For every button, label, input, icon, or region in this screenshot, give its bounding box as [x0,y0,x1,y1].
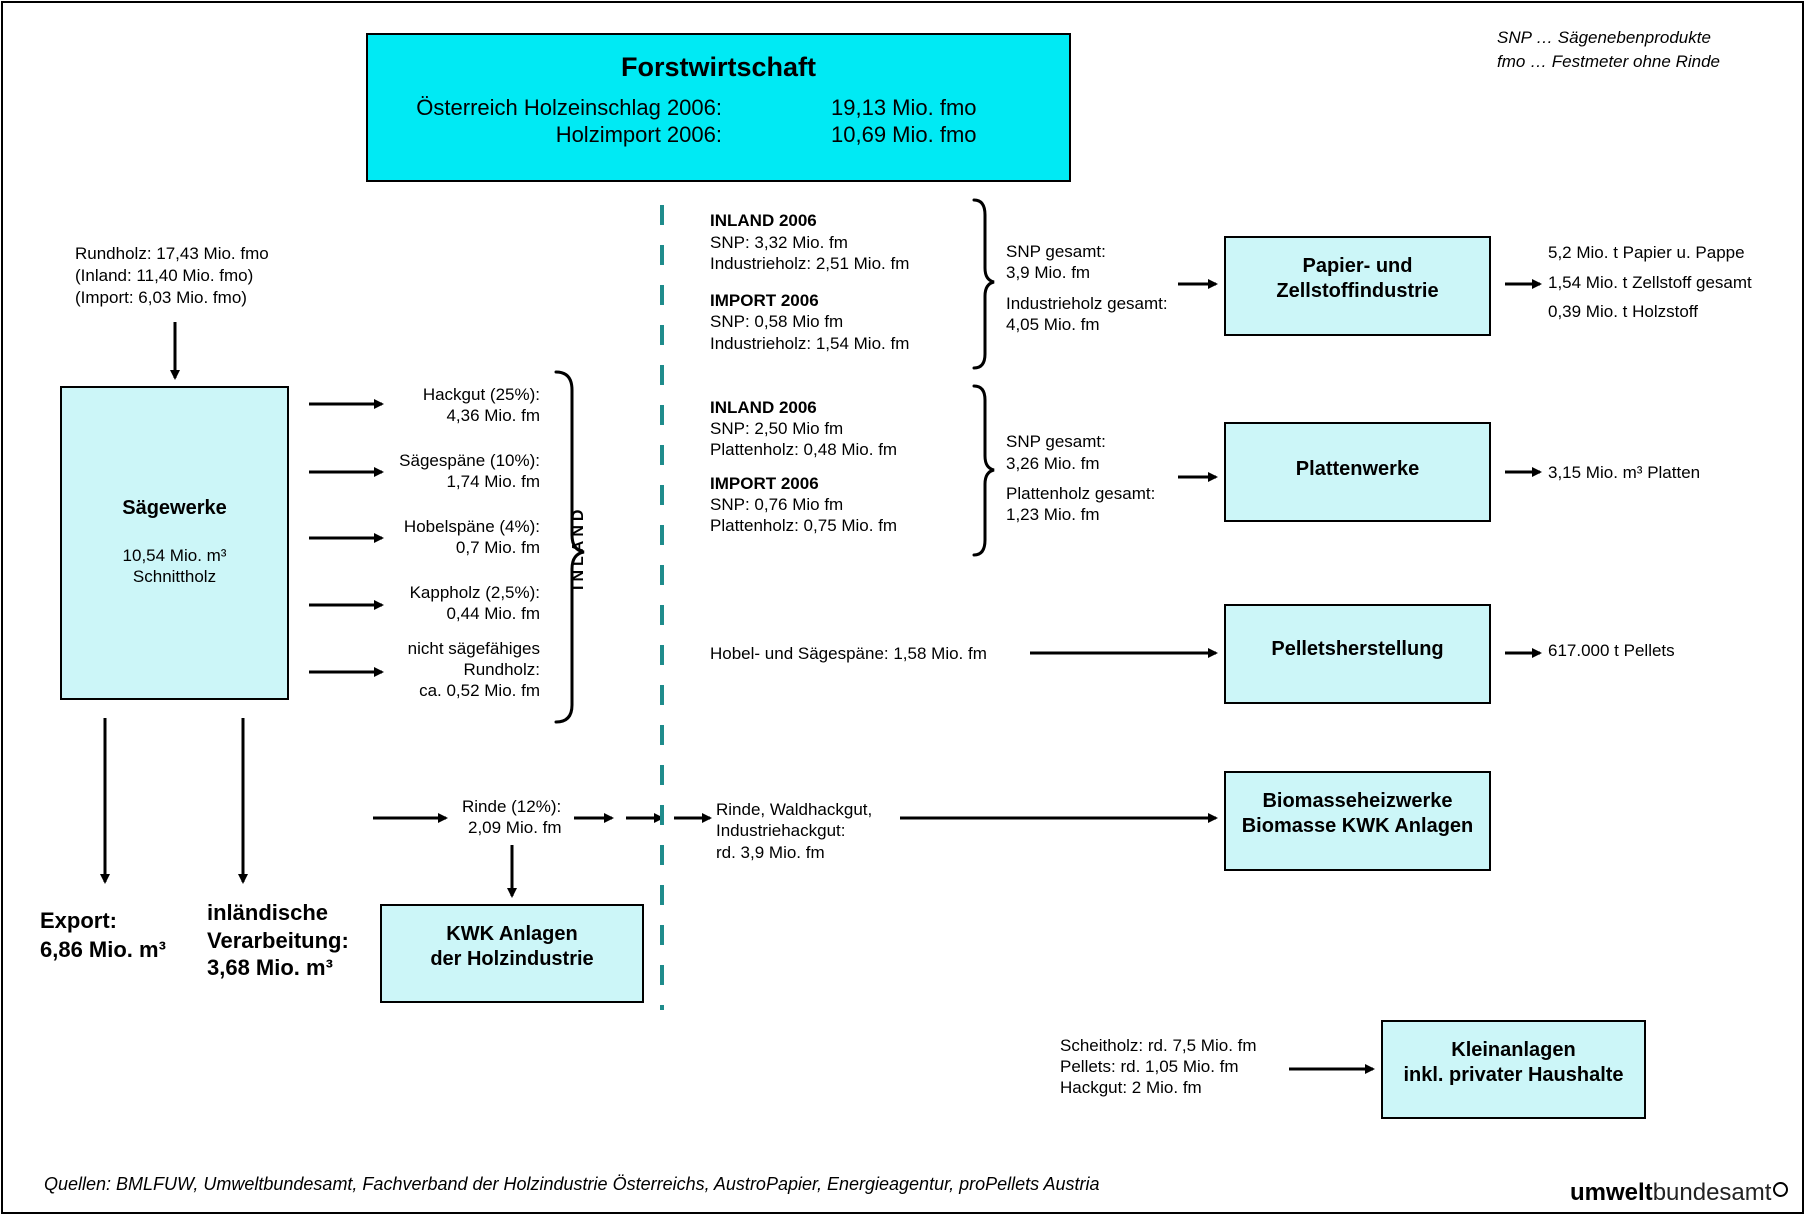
papier-inland-industrieholz: Industrieholz: 2,51 Mio. fm [710,254,910,273]
brace-products [554,370,585,724]
kwk-box-line-1: KWK Anlagen [446,923,578,945]
papier-import-snp: SNP: 0,58 Mio fm [710,312,844,331]
biomasse-in-1: Rinde, Waldhackgut, [716,800,873,819]
klein-in-3: Hackgut: 2 Mio. fm [1060,1078,1202,1097]
papier-out-3: 0,39 Mio. t Holzstoff [1548,302,1698,321]
export-value: 6,86 Mio. m³ [40,937,166,962]
brace-papier [972,198,995,370]
papier-box: Papier- und Zellstoffindustrie [1224,236,1491,336]
product-hackgut-value: 4,36 Mio. fm [446,406,540,425]
platten-inland-snp: SNP: 2,50 Mio fm [710,419,844,438]
forst-row2-label: Holzimport 2006: [555,122,722,147]
pellets-box: Pelletsherstellung [1224,604,1491,704]
saegewerke-box: Sägewerke 10,54 Mio. m³ Schnittholz [60,386,289,700]
platten-sum-snp-value: 3,26 Mio. fm [1006,454,1100,473]
logo-bold-text: umwelt [1570,1179,1653,1206]
product-saegespaene-value: 1,74 Mio. fm [446,472,540,491]
papier-inland-snp: SNP: 3,32 Mio. fm [710,233,848,252]
saegewerke-line-2: Schnittholz [132,567,217,586]
logo-light-text: bundesamt [1652,1179,1772,1206]
biomasse-box: Biomasseheizwerke Biomasse KWK Anlagen [1224,771,1491,871]
kwk-box-line-2: der Holzindustrie [430,948,594,970]
biomasse-in-2: Industriehackgut: [716,821,846,840]
klein-box-line-2: inkl. privater Haushalte [1403,1064,1624,1086]
platten-out: 3,15 Mio. m³ Platten [1548,463,1701,482]
papier-sum-snp-value: 3,9 Mio. fm [1006,263,1091,282]
klein-box: Kleinanlagen inkl. privater Haushalte [1381,1020,1646,1119]
sources-note: Quellen: BMLFUW, Umweltbundesamt, Fachve… [44,1174,1100,1194]
papier-sum-industrieholz-value: 4,05 Mio. fm [1006,315,1100,334]
klein-in-2: Pellets: rd. 1,05 Mio. fm [1060,1057,1239,1076]
product-hackgut-label: Hackgut (25%): [422,385,540,404]
brace-platten [972,384,995,557]
product-saegespaene-label: Sägespäne (10%): [399,451,540,470]
papier-sum-industrieholz-label: Industrieholz gesamt: [1006,294,1168,313]
platten-import-heading: IMPORT 2006 [710,474,819,493]
platten-sum-plattenholz-value: 1,23 Mio. fm [1006,505,1100,524]
product-rundholz-label-1: nicht sägefähiges [407,639,540,658]
product-kappholz-value: 0,44 Mio. fm [446,604,540,623]
forst-row2-value: 10,69 Mio. fmo [831,122,977,147]
logo-mark-icon [1773,1182,1789,1197]
platten-sum-snp-label: SNP gesamt: [1006,432,1106,451]
pellets-box-title: Pelletsherstellung [1271,638,1444,660]
klein-box-line-1: Kleinanlagen [1451,1039,1576,1061]
papier-out-2: 1,54 Mio. t Zellstoff gesamt [1548,273,1752,292]
biomasse-box-line-1: Biomasseheizwerke [1262,790,1453,812]
platten-inland-plattenholz: Plattenholz: 0,48 Mio. fm [710,440,898,459]
forst-row1-value: 19,13 Mio. fmo [831,95,977,120]
product-rundholz-value: ca. 0,52 Mio. fm [419,681,540,700]
legend-snp: SNP … Sägenebenprodukte [1497,28,1711,47]
inlaendisch-label-2: Verarbeitung: [207,928,349,953]
product-kappholz-label: Kappholz (2,5%): [409,583,540,602]
forstwirtschaft-title: Forstwirtschaft [620,52,817,82]
papier-sum-snp-label: SNP gesamt: [1006,242,1106,261]
papier-out-1: 5,2 Mio. t Papier u. Pappe [1548,243,1745,262]
inlaendisch-value: 3,68 Mio. m³ [207,955,333,980]
legend-fmo: fmo … Festmeter ohne Rinde [1497,52,1720,71]
rundholz-line-3: (Import: 6,03 Mio. fmo) [75,288,247,307]
product-hobelspaene-value: 0,7 Mio. fm [455,538,540,557]
plattenwerke-box: Plattenwerke [1224,422,1491,522]
platten-import-plattenholz: Plattenholz: 0,75 Mio. fm [710,516,898,535]
saegewerke-line-1: 10,54 Mio. m³ [122,546,227,565]
pellets-in: Hobel- und Sägespäne: 1,58 Mio. fm [710,644,987,663]
forst-row1-label: Österreich Holzeinschlag 2006: [416,95,722,120]
pellets-out: 617.000 t Pellets [1548,641,1675,660]
rundholz-line-2: (Inland: 11,40 Mio. fmo) [75,266,254,285]
forstwirtschaft-box: Forstwirtschaft Österreich Holzeinschlag… [366,33,1071,182]
papier-import-industrieholz: Industrieholz: 1,54 Mio. fm [710,334,910,353]
export-label: Export: [40,908,117,933]
kwk-box: KWK Anlagen der Holzindustrie [380,904,644,1003]
umweltbundesamt-logo: umweltbundesamt [1570,1179,1789,1207]
rundholz-line-1: Rundholz: 17,43 Mio. fmo [75,244,269,263]
product-rundholz-label-2: Rundholz: [463,660,540,679]
klein-in-1: Scheitholz: rd. 7,5 Mio. fm [1060,1036,1257,1055]
platten-inland-heading: INLAND 2006 [710,398,817,417]
plattenwerke-title: Plattenwerke [1295,458,1420,480]
saegewerke-title: Sägewerke [122,497,227,519]
rinde-label: Rinde (12%): [462,797,562,816]
papier-box-line-2: Zellstoffindustrie [1276,280,1439,302]
biomasse-in-3: rd. 3,9 Mio. fm [716,843,825,862]
platten-import-snp: SNP: 0,76 Mio fm [710,495,844,514]
papier-inland-heading: INLAND 2006 [710,211,817,230]
papier-import-heading: IMPORT 2006 [710,291,819,310]
inlaendisch-label-1: inländische [207,900,329,925]
papier-box-line-1: Papier- und [1302,255,1413,277]
platten-sum-plattenholz-label: Plattenholz gesamt: [1006,484,1156,503]
biomasse-box-line-2: Biomasse KWK Anlagen [1241,815,1474,837]
product-hobelspaene-label: Hobelspäne (4%): [403,517,540,536]
rinde-value: 2,09 Mio. fm [468,818,562,837]
